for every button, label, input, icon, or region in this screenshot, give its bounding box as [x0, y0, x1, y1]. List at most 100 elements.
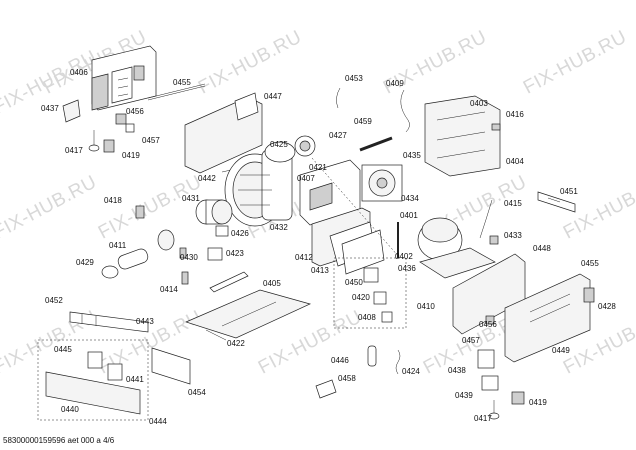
part-0430 — [179, 247, 187, 259]
part-0433 — [489, 235, 499, 245]
part-0411-lamp — [117, 229, 175, 270]
part-label: 0438 — [448, 366, 466, 375]
part-0424 — [395, 349, 401, 375]
part-label: 0411 — [109, 241, 127, 250]
part-label: 0415 — [504, 199, 522, 208]
part-0426 — [215, 225, 229, 237]
part-label: 0447 — [264, 92, 282, 101]
part-label: 0409 — [386, 79, 404, 88]
part-0407-fan-motor — [224, 141, 296, 227]
part-0416-screw — [491, 123, 501, 131]
part-label: 0418 — [104, 196, 122, 205]
part-0459-tube — [359, 136, 393, 152]
part-label: 0437 — [41, 104, 59, 113]
part-0451-bracket — [537, 191, 576, 213]
part-label: 0457 — [142, 136, 160, 145]
part-label: 0420 — [352, 293, 370, 302]
part-label: 0421 — [309, 163, 327, 172]
part-0454 — [151, 347, 191, 385]
part-0435-fan — [361, 164, 403, 202]
part-label: 0408 — [358, 313, 376, 322]
part-0438 — [477, 349, 495, 369]
part-label: 0403 — [470, 99, 488, 108]
part-label: 0424 — [402, 367, 420, 376]
part-label: 0422 — [227, 339, 245, 348]
part-label: 0405 — [263, 279, 281, 288]
part-label: 0413 — [311, 266, 329, 275]
part-label: 0429 — [76, 258, 94, 267]
part-0431-cylinder — [195, 199, 233, 225]
part-label: 0402 — [395, 252, 413, 261]
part-label: 0450 — [345, 278, 363, 287]
part-label: 0431 — [182, 194, 200, 203]
part-label: 0427 — [329, 131, 347, 140]
part-label: 0449 — [552, 346, 570, 355]
part-0415-tube — [479, 199, 493, 239]
part-group-0450 — [333, 257, 407, 329]
part-0419-clip-b — [511, 391, 525, 405]
part-label: 0439 — [455, 391, 473, 400]
part-0417-screw-b — [488, 400, 500, 420]
part-label: 0455 — [173, 78, 191, 87]
part-label: 0443 — [136, 317, 154, 326]
part-0414 — [181, 271, 189, 285]
part-label: 0412 — [295, 253, 313, 262]
part-label: 0414 — [160, 285, 178, 294]
part-0428 — [583, 287, 595, 303]
part-0458 — [315, 379, 337, 399]
part-label: 0434 — [401, 194, 419, 203]
part-label: 0454 — [188, 388, 206, 397]
part-label: 0417 — [65, 146, 83, 155]
part-label: 0419 — [122, 151, 140, 160]
part-0403-rear-panel — [424, 95, 501, 177]
part-0427-cap — [294, 135, 316, 157]
part-0437 — [62, 99, 81, 123]
part-label: 0406 — [70, 68, 88, 77]
part-0456-clip — [115, 113, 135, 133]
part-label: 0444 — [149, 417, 167, 426]
part-label: 0459 — [354, 117, 372, 126]
part-0419-clip — [103, 139, 115, 153]
part-label: 0404 — [506, 157, 524, 166]
part-0456-right — [485, 315, 495, 325]
part-label: 0446 — [331, 356, 349, 365]
part-0446 — [367, 345, 377, 367]
part-label: 0457 — [462, 336, 480, 345]
part-label: 0456 — [479, 320, 497, 329]
part-label: 0428 — [598, 302, 616, 311]
part-0429 — [101, 265, 119, 279]
document-reference: 5830000015959­6 aet 000 a 4/6 — [3, 436, 115, 445]
part-label: 0441 — [126, 375, 144, 384]
part-label: 0435 — [403, 151, 421, 160]
part-label: 0452 — [45, 296, 63, 305]
part-label: 0419 — [529, 398, 547, 407]
part-label: 0407 — [297, 174, 315, 183]
part-0423 — [207, 247, 223, 261]
part-0447-panel — [184, 92, 263, 174]
part-label: 0433 — [504, 231, 522, 240]
part-label: 0423 — [226, 249, 244, 258]
part-0409-cord — [400, 89, 410, 133]
part-0417-screw — [88, 130, 100, 152]
part-0405-shelf — [185, 271, 312, 339]
part-label: 0436 — [398, 264, 416, 273]
part-label: 0455 — [581, 259, 599, 268]
part-label: 0442 — [198, 174, 216, 183]
part-label: 0456 — [126, 107, 144, 116]
part-label: 0426 — [231, 229, 249, 238]
part-0443-strip — [69, 311, 149, 333]
part-0422 — [205, 329, 227, 341]
part-label: 0448 — [533, 244, 551, 253]
part-label: 0458 — [338, 374, 356, 383]
part-0449-panel — [504, 273, 591, 363]
part-label: 0440 — [61, 405, 79, 414]
part-0412-coil — [311, 207, 385, 275]
part-label: 0425 — [270, 140, 288, 149]
part-0418 — [135, 205, 145, 219]
part-0406-bracket — [91, 45, 157, 111]
part-group-0440 — [37, 339, 149, 421]
part-label: 0417 — [474, 414, 492, 423]
part-0421-evap-box — [299, 159, 361, 226]
